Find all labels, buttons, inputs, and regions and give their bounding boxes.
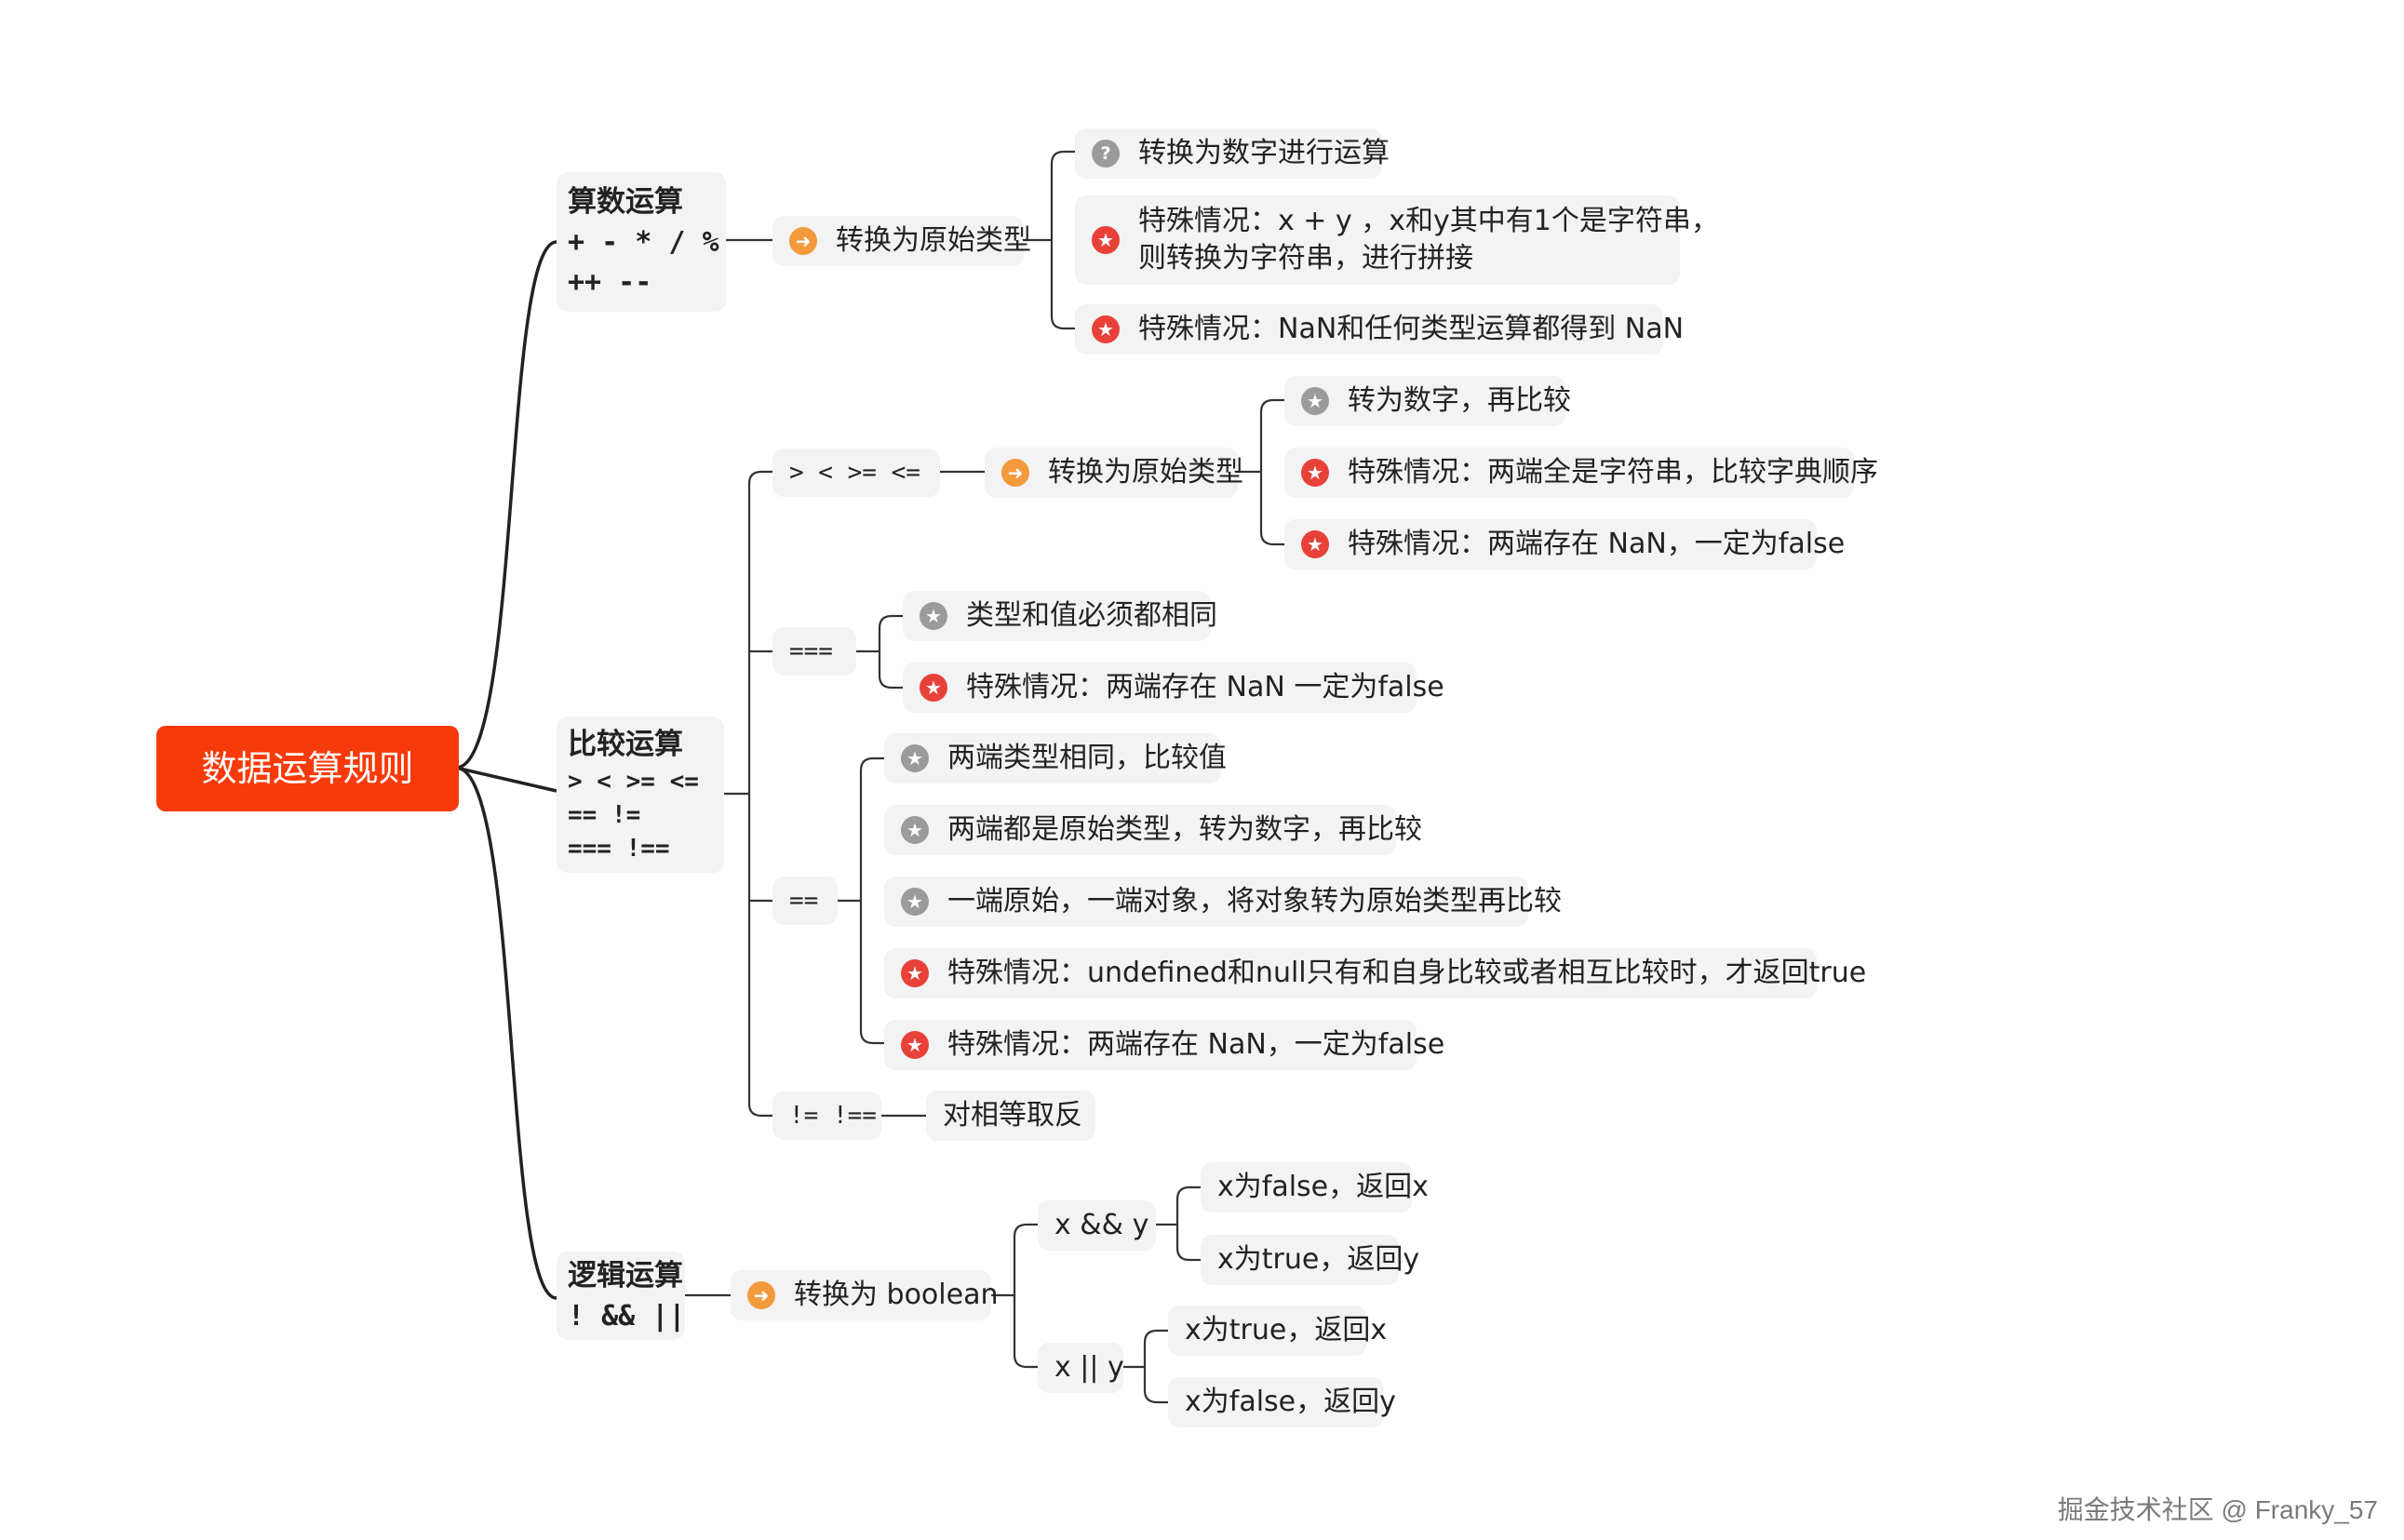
comparison-ops-line3: === !== xyxy=(568,834,670,863)
arithmetic-rule-number[interactable]: ? 转换为数字进行运算 xyxy=(1075,128,1390,179)
arithmetic-convert-node[interactable]: ➜ 转换为原始类型 xyxy=(772,216,1031,266)
arrow-right-icon: ➜ xyxy=(1001,459,1029,487)
comparison-title: 比较运算 xyxy=(568,727,683,761)
arithmetic-rule-1: 特殊情况：x + y ，x和y其中有1个是字符串， xyxy=(1138,205,1719,237)
logical-ops: ! && || xyxy=(568,1299,686,1332)
arithmetic-rule-0: 转换为数字进行运算 xyxy=(1138,137,1390,169)
loose-rule-1: 两端都是原始类型，转为数字，再比较 xyxy=(947,813,1422,846)
logical-or-label: x || y xyxy=(1054,1351,1124,1384)
logical-or-rule-true[interactable]: x为true，返回x xyxy=(1168,1306,1387,1356)
logical-convert-node[interactable]: ➜ 转换为 boolean xyxy=(731,1270,998,1320)
relational-rule-1: 特殊情况：两端全是字符串，比较字典顺序 xyxy=(1348,456,1878,489)
star-icon: ★ xyxy=(1092,315,1120,343)
star-icon: ★ xyxy=(920,602,947,630)
arithmetic-rule-string[interactable]: ★ 特殊情况：x + y ，x和y其中有1个是字符串， 则转换为字符串，进行拼接 xyxy=(1075,195,1719,285)
logical-and-rule-false[interactable]: x为false，返回x xyxy=(1201,1162,1429,1212)
comparison-ops-line2: == != xyxy=(568,800,641,829)
strict-rule-type[interactable]: ★ 类型和值必须都相同 xyxy=(903,591,1217,641)
relational-rule-string[interactable]: ★ 特殊情况：两端全是字符串，比较字典顺序 xyxy=(1284,448,1878,498)
loose-rule-primitive[interactable]: ★ 两端都是原始类型，转为数字，再比较 xyxy=(884,805,1422,855)
loose-rule-nan[interactable]: ★ 特殊情况：两端存在 NaN，一定为false xyxy=(884,1020,1444,1070)
loose-label: == xyxy=(789,887,819,915)
loose-rule-undefined-null[interactable]: ★ 特殊情况：undefined和null只有和自身比较或者相互比较时，才返回t… xyxy=(884,948,1866,998)
loose-rule-same-type[interactable]: ★ 两端类型相同，比较值 xyxy=(884,733,1227,783)
logical-node[interactable]: 逻辑运算 ! && || xyxy=(557,1252,685,1340)
loose-rule-4: 特殊情况：两端存在 NaN，一定为false xyxy=(947,1028,1445,1061)
strict-rule-nan[interactable]: ★ 特殊情况：两端存在 NaN 一定为false xyxy=(903,663,1444,713)
arithmetic-rule-nan[interactable]: ★ 特殊情况：NaN和任何类型运算都得到 NaN xyxy=(1075,304,1684,355)
relational-rule-number[interactable]: ★ 转为数字，再比较 xyxy=(1284,376,1571,426)
logical-title: 逻辑运算 xyxy=(568,1258,683,1292)
not-equal-rule[interactable]: 对相等取反 xyxy=(926,1091,1095,1141)
root-to-comparison-line xyxy=(455,766,557,793)
not-equal-label: != !== xyxy=(789,1102,877,1130)
strict-rule-0: 类型和值必须都相同 xyxy=(966,599,1217,632)
root-to-logical-line xyxy=(455,766,557,1300)
relational-node[interactable]: > < >= <= xyxy=(772,449,940,497)
arrow-right-icon: ➜ xyxy=(789,227,817,255)
question-icon: ? xyxy=(1092,140,1120,167)
star-icon: ★ xyxy=(901,959,929,987)
relational-rule-2: 特殊情况：两端存在 NaN，一定为false xyxy=(1348,528,1846,560)
logical-and-label: x && y xyxy=(1054,1209,1149,1241)
star-icon: ★ xyxy=(1092,226,1120,254)
root-to-arithmetic-line xyxy=(455,240,557,770)
comparison-node[interactable]: 比较运算 > < >= <= == != === !== xyxy=(557,716,724,873)
not-equal-rule-label: 对相等取反 xyxy=(943,1099,1082,1132)
relational-convert-label: 转换为原始类型 xyxy=(1048,456,1243,489)
arithmetic-ops-line1: + - * / % xyxy=(568,225,719,259)
not-equal-node[interactable]: != !== xyxy=(772,1091,881,1140)
root-node[interactable]: 数据运算规则 xyxy=(156,726,459,811)
logical-and-node[interactable]: x && y xyxy=(1038,1200,1156,1251)
comparison-ops-line1: > < >= <= xyxy=(568,767,699,796)
root-label: 数据运算规则 xyxy=(201,748,414,789)
logical-or-node[interactable]: x || y xyxy=(1038,1343,1124,1393)
loose-rule-2: 一端原始，一端对象，将对象转为原始类型再比较 xyxy=(947,885,1562,917)
loose-rule-object[interactable]: ★ 一端原始，一端对象，将对象转为原始类型再比较 xyxy=(884,877,1562,927)
logical-or-rule-1: x为false，返回y xyxy=(1185,1386,1396,1418)
strict-node[interactable]: === xyxy=(772,627,856,676)
relational-convert-node[interactable]: ➜ 转换为原始类型 xyxy=(985,448,1243,498)
logical-or-rule-0: x为true，返回x xyxy=(1185,1314,1388,1346)
relational-rule-0: 转为数字，再比较 xyxy=(1348,384,1571,417)
star-icon: ★ xyxy=(1301,459,1329,487)
watermark: 掘金技术社区 @ Franky_57 xyxy=(2057,1495,2378,1524)
arithmetic-convert-label: 转换为原始类型 xyxy=(836,224,1031,257)
star-icon: ★ xyxy=(901,1031,929,1059)
arithmetic-title: 算数运算 xyxy=(568,184,683,219)
star-icon: ★ xyxy=(901,888,929,916)
arithmetic-rule-2: 则转换为字符串，进行拼接 xyxy=(1138,242,1473,275)
strict-rule-1: 特殊情况：两端存在 NaN 一定为false xyxy=(966,671,1444,703)
star-icon: ★ xyxy=(901,744,929,772)
logical-or-rule-false[interactable]: x为false，返回y xyxy=(1168,1377,1396,1427)
logical-convert-label: 转换为 boolean xyxy=(794,1279,999,1311)
logical-and-rule-true[interactable]: x为true，返回y xyxy=(1201,1235,1419,1285)
strict-label: === xyxy=(789,637,833,665)
loose-rule-3: 特殊情况：undefined和null只有和自身比较或者相互比较时，才返回tru… xyxy=(947,957,1867,989)
relational-rule-nan[interactable]: ★ 特殊情况：两端存在 NaN，一定为false xyxy=(1284,519,1845,569)
star-icon: ★ xyxy=(920,674,947,702)
loose-node[interactable]: == xyxy=(772,877,838,925)
logical-and-rule-0: x为false，返回x xyxy=(1217,1171,1429,1203)
star-icon: ★ xyxy=(901,816,929,844)
star-icon: ★ xyxy=(1301,530,1329,558)
arithmetic-node[interactable]: 算数运算 + - * / % ++ -- xyxy=(557,172,726,312)
loose-rule-0: 两端类型相同，比较值 xyxy=(947,742,1227,774)
relational-label: > < >= <= xyxy=(789,459,920,487)
arithmetic-ops-line2: ++ -- xyxy=(568,265,652,299)
arrow-right-icon: ➜ xyxy=(747,1281,775,1309)
arithmetic-rule-3: 特殊情况：NaN和任何类型运算都得到 NaN xyxy=(1138,313,1685,345)
star-icon: ★ xyxy=(1301,387,1329,415)
logical-and-rule-1: x为true，返回y xyxy=(1217,1243,1420,1276)
